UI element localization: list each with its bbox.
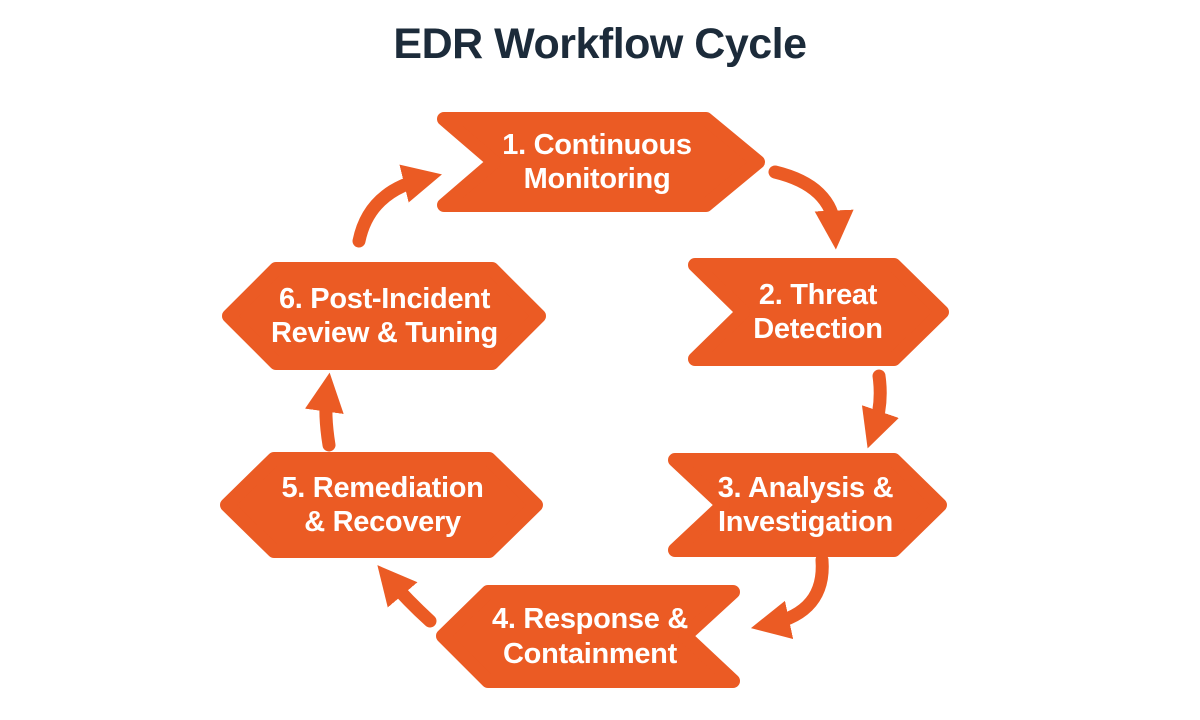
page-title: EDR Workflow Cycle [393,20,807,68]
arrow-5-to-6-icon [305,372,344,452]
step-4-shape [436,585,740,688]
step-2-shape [688,258,949,366]
arrow-3-to-4-icon [750,553,829,639]
arrow-2-to-3-icon [861,369,899,449]
step-6-shape [222,262,546,370]
arrow-6-to-1-icon [352,164,442,248]
arrow-1-to-2-icon [768,165,854,250]
step-1-shape [437,112,765,212]
step-3-shape [668,453,947,557]
arrow-4-to-5-icon [377,565,437,628]
step-5-shape [220,452,543,558]
